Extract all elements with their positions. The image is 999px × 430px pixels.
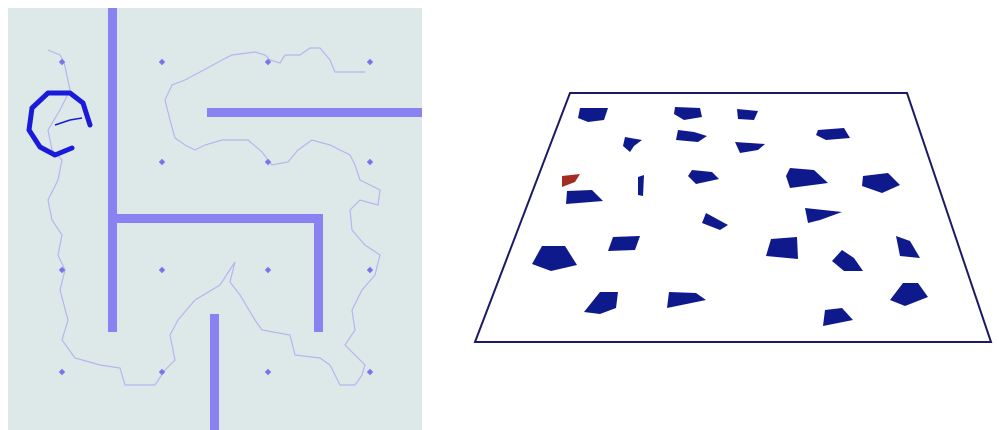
diamond-icon [366,158,374,166]
obstacle-rock [805,208,842,223]
maze-walls [108,8,422,430]
obstacle-rock [578,108,608,122]
ring-robot-icon [26,90,93,158]
diamond-icon [158,266,166,274]
obstacle-rock [608,236,640,251]
obstacle-rock [786,168,828,188]
diamond-icon [264,58,272,66]
obstacle-rock [766,237,798,259]
obstacle-rock [862,173,900,193]
maze-panel [0,0,430,430]
obstacle-rock [688,170,719,184]
obstacle-rock [823,308,853,326]
diamond-icon [264,266,272,274]
wall-bottom-vertical [210,314,219,430]
diamond-icon [366,58,374,66]
explored-path [47,47,381,386]
wall-middle-right-vertical [314,214,323,332]
obstacle-rock [890,283,928,306]
waypoints [58,58,374,376]
obstacle-rock [532,246,577,271]
obstacle-rock [737,109,758,120]
diamond-icon [264,368,272,376]
obstacle-rock [896,236,920,258]
obstacle-rock [638,175,644,196]
obstacle-rock [566,190,603,204]
wall-middle-horizontal [108,214,323,223]
obstacle-rock [674,107,702,120]
diamond-icon [366,266,374,274]
diamond-icon [158,58,166,66]
obstacle-rock [702,213,728,230]
wall-left-vertical [108,8,117,332]
diamond-icon [58,58,66,66]
obstacle-rock [676,130,707,142]
obstacle-rock [735,142,765,153]
diamond-icon [158,368,166,376]
maze-view [8,8,422,430]
obstacle-rock [623,137,642,152]
obstacle-rock [832,250,863,271]
arena-floor [473,92,993,343]
arena-view [473,92,993,343]
diamond-icon [264,158,272,166]
diamond-icon [158,158,166,166]
obstacle-rock [816,128,850,140]
diamond-icon [366,368,374,376]
obstacle-rock [584,292,618,314]
obstacles [532,107,928,326]
wall-top-right-horizontal [207,108,422,117]
diamond-icon [58,368,66,376]
diamond-icon [58,266,66,274]
arena-panel [470,80,999,355]
red-block-icon [562,174,580,187]
obstacle-rock [667,292,706,308]
